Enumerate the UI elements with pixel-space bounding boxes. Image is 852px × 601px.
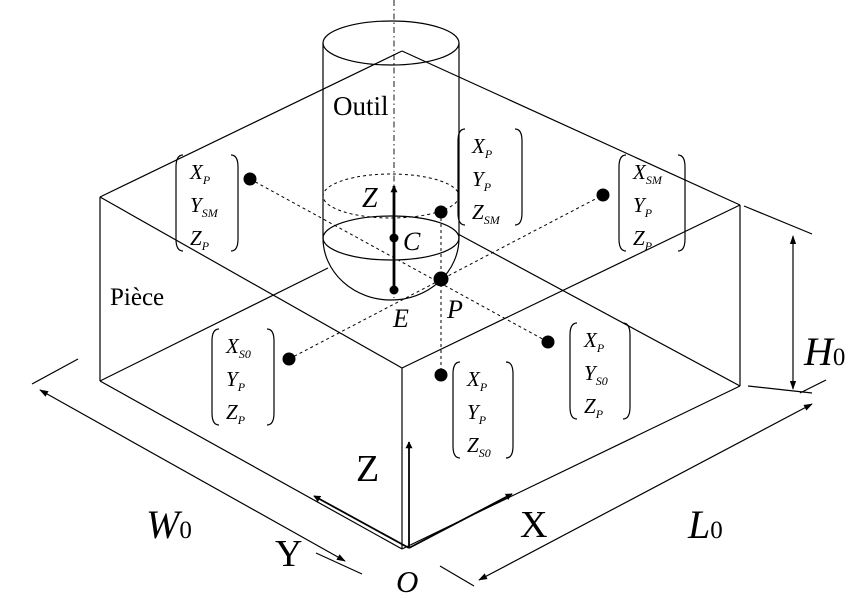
dim-w-line	[39, 389, 346, 562]
vector-entry: XP	[583, 328, 605, 355]
axis-z-label: Z	[356, 448, 379, 490]
vector-left-bracket	[569, 322, 578, 420]
box-top-back-left-edge	[99, 50, 403, 198]
axis-y-arrow	[313, 495, 410, 549]
vector-entry: YP	[633, 193, 653, 220]
vector-entry: ZS0	[467, 433, 491, 460]
guide-x-line	[288, 194, 604, 360]
vector-left-bracket	[618, 154, 627, 252]
axis-x-arrow	[408, 493, 513, 549]
box-inner-back-right-edge	[457, 233, 741, 387]
box-inner-back-left-edge	[99, 267, 329, 382]
point-ys0-dot	[541, 335, 555, 349]
vector-bottom-center: XP YP ZS0	[452, 361, 514, 460]
point-c-label: C	[403, 227, 421, 256]
dim-h-ext-bottom	[747, 385, 813, 394]
vector-right-bracket	[514, 128, 523, 226]
vector-entry: ZP	[633, 226, 653, 253]
point-p-dot	[433, 271, 449, 287]
box-top-front-right-edge	[401, 204, 741, 369]
vector-right-bracket	[230, 154, 239, 252]
dim-l-line	[478, 403, 813, 581]
points	[243, 172, 610, 382]
guide-lines	[249, 178, 604, 375]
point-c-dot	[389, 233, 399, 243]
vector-entry: ZSM	[472, 200, 501, 227]
vector-entry: XP	[189, 160, 211, 187]
vector-left-bracket	[452, 361, 461, 459]
tool-ball-end	[322, 237, 460, 301]
axis-x-label: X	[520, 504, 547, 546]
tool-top-ellipse	[322, 20, 460, 66]
vector-right-bracket	[505, 361, 514, 459]
point-zs0-dot	[434, 368, 448, 382]
vector-entry: YP	[467, 400, 487, 427]
vector-right-bracket	[677, 154, 686, 252]
tool-label: Outil	[333, 91, 389, 121]
vector-entry: ZP	[226, 400, 246, 427]
vector-entry: ZP	[584, 394, 604, 421]
tool-dashed-section	[322, 173, 460, 219]
box-top-back-right-edge	[401, 50, 741, 206]
tool	[322, 0, 460, 301]
point-zsm-dot	[434, 205, 448, 219]
dim-l-ext-right	[799, 379, 827, 394]
workpiece-label: Pièce	[110, 284, 164, 311]
vector-top-center: XP YP ZSM	[457, 128, 523, 227]
vector-entry: YP	[226, 367, 246, 394]
vector-entry: YP	[472, 167, 492, 194]
vector-entry: XS0	[225, 334, 251, 361]
point-e-dot	[389, 285, 399, 295]
dim-l-label: L0	[687, 502, 723, 547]
point-xs0-dot	[282, 352, 296, 366]
vector-entry: XSM	[632, 160, 663, 187]
dim-h-label: H0	[803, 329, 845, 374]
tool-z-label: Z	[362, 183, 378, 214]
vector-right-bracket	[622, 322, 631, 420]
workpiece-box	[99, 50, 741, 550]
vector-entry: XP	[466, 367, 488, 394]
point-ysm-dot	[243, 172, 257, 186]
guide-y-line	[249, 178, 549, 343]
dim-w-ext-top	[31, 358, 79, 385]
dim-w-ext-bottom	[315, 552, 363, 575]
vector-entry: YS0	[584, 361, 608, 388]
vector-left-bracket	[457, 128, 466, 226]
labels: Outil Pièce Z C E P O X Y Z W0 L0 H0	[110, 91, 845, 599]
axis-y-label: Y	[275, 533, 302, 575]
origin-label: O	[396, 564, 418, 599]
point-xsm-dot	[596, 188, 610, 202]
coordinate-vectors: XPYSMZPXPYPZSMXSMYPZPXS0YPZPXPYPZS0XPYS0…	[175, 128, 686, 460]
box-top-front-left-edge	[99, 196, 403, 369]
vector-top-left: XP YSM ZP	[175, 154, 239, 253]
dim-w-label: W0	[146, 502, 192, 547]
point-p-label: P	[446, 295, 463, 324]
vector-entry: ZP	[190, 226, 210, 253]
dimensions	[31, 205, 827, 587]
vector-right-bracket	[266, 328, 275, 426]
dim-h-ext-top	[743, 205, 813, 235]
dim-l-ext-left	[439, 565, 475, 587]
point-e-label: E	[392, 304, 409, 333]
vector-top-right: XSM YP ZP	[618, 154, 686, 253]
vector-entry: XP	[471, 134, 493, 161]
vector-entry: YSM	[190, 193, 219, 220]
vector-left-bracket	[211, 328, 220, 426]
vector-left-bracket	[175, 154, 184, 252]
